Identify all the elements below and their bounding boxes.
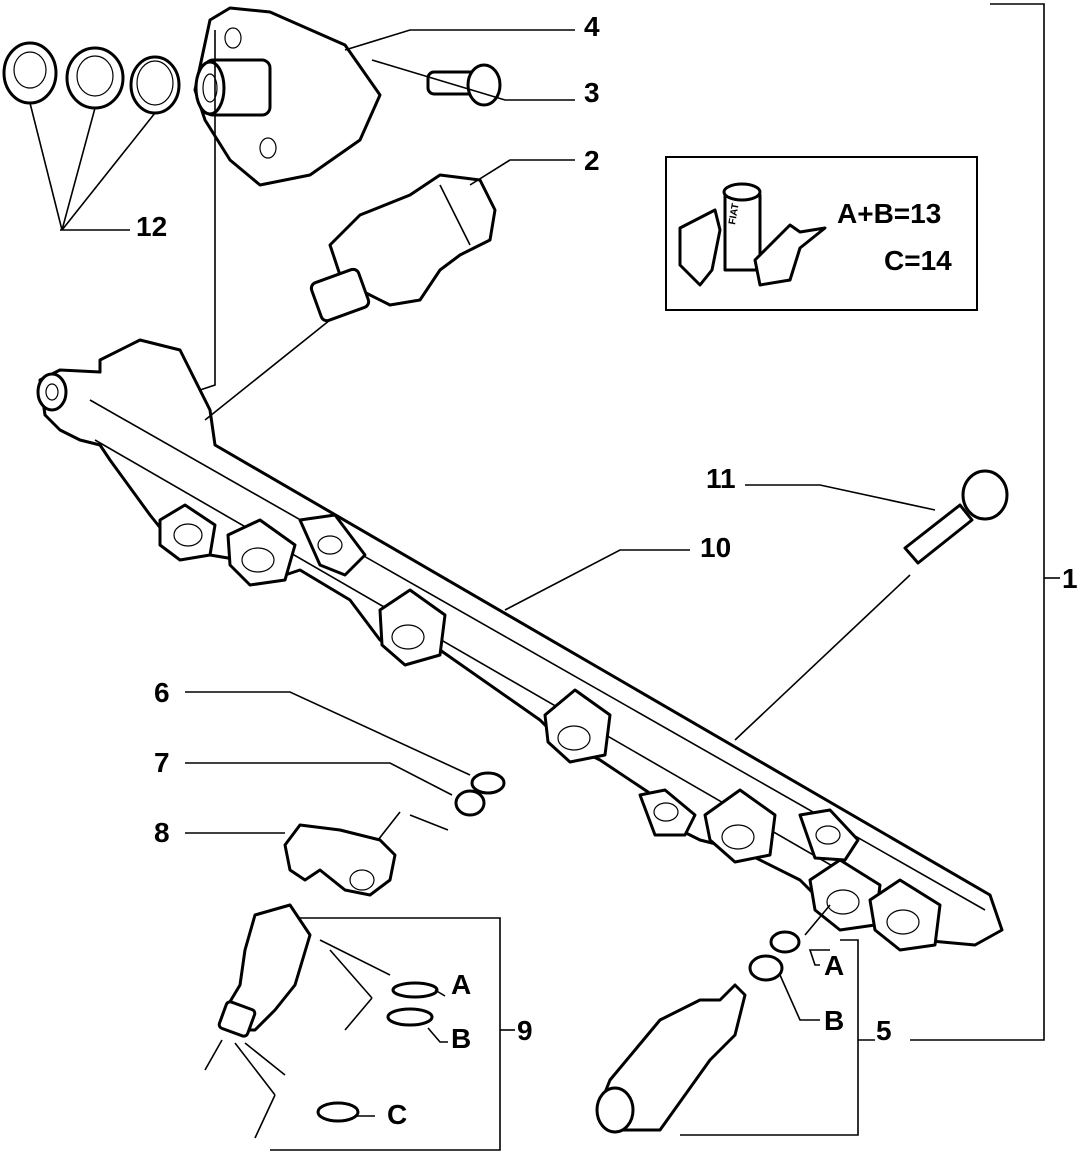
injector — [217, 903, 312, 1038]
legend-line-1: A+B=13 — [837, 198, 941, 229]
fiat-logo-icon: FIAT — [678, 182, 827, 287]
callout-numbers: 4 3 2 12 11 10 1 6 7 8 9 5 A B C A B — [136, 11, 1078, 1130]
injector-seals — [316, 981, 439, 1123]
callout-3: 3 — [584, 77, 600, 108]
pressure-regulator — [193, 6, 382, 187]
callout-7: 7 — [154, 747, 170, 778]
pressure-sensor — [309, 173, 497, 323]
screw-part-3 — [426, 63, 502, 107]
callout-4: 4 — [584, 11, 600, 42]
washer-nut — [454, 771, 506, 817]
callout-12: 12 — [136, 211, 167, 242]
callout-9: 9 — [517, 1015, 533, 1046]
callout-5: 5 — [876, 1015, 892, 1046]
label-b-right: B — [824, 1005, 844, 1036]
label-a-left: A — [451, 969, 471, 1000]
label-b-left: B — [451, 1023, 471, 1054]
temperature-sensor — [595, 930, 801, 1134]
label-a-right: A — [824, 950, 844, 981]
clamp-bracket — [283, 823, 397, 897]
label-c-left: C — [387, 1099, 407, 1130]
callout-2: 2 — [584, 145, 600, 176]
seal-kit — [2, 41, 181, 115]
bracket-part-1 — [910, 3, 1060, 1041]
callout-8: 8 — [154, 817, 170, 848]
legend-line-2: C=14 — [884, 245, 952, 276]
legend-box: FIAT A+B=13 C=14 — [665, 156, 978, 311]
leader-lines — [29, 29, 936, 1151]
callout-6: 6 — [154, 677, 170, 708]
callout-11: 11 — [706, 463, 736, 494]
fuel-rail — [36, 338, 1004, 952]
logo-text: FIAT — [727, 202, 742, 225]
callout-10: 10 — [700, 532, 731, 563]
callout-1: 1 — [1062, 563, 1078, 594]
bolt-part-11 — [903, 469, 1009, 565]
